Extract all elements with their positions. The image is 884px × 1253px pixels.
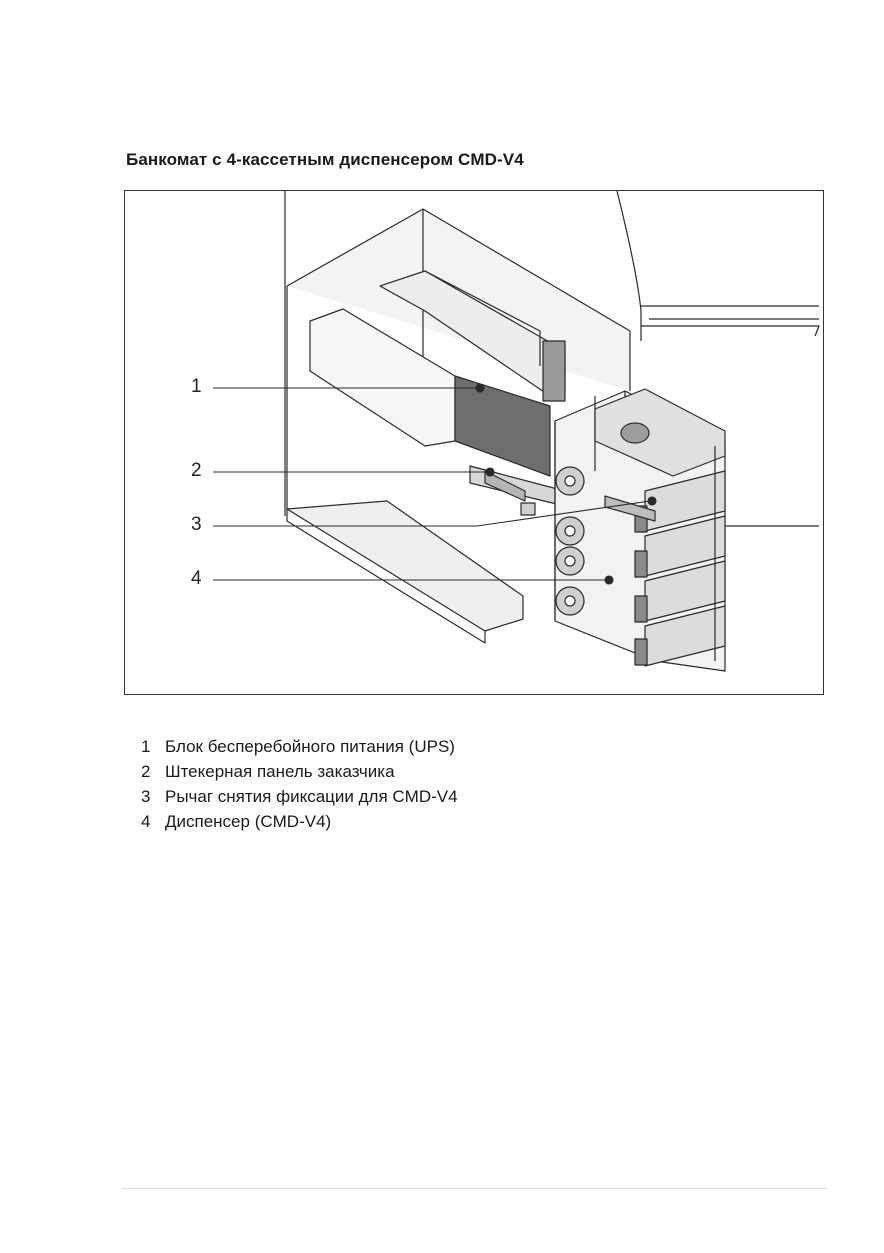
- callout-4-dot: [604, 575, 614, 585]
- legend-item-text: Блок бесперебойного питания (UPS): [165, 737, 455, 756]
- legend-item-text: Штекерная панель заказчика: [165, 762, 395, 781]
- callout-2-dot: [485, 467, 495, 477]
- ups-dark-panel: [454, 375, 551, 477]
- footer-divider: [122, 1188, 828, 1189]
- callout-3-dot: [647, 496, 657, 506]
- legend-item-text: Рычаг снятия фиксации для CMD-V4: [165, 787, 458, 806]
- callout-number-2: 2: [191, 460, 202, 481]
- callout-1-dot: [475, 383, 485, 393]
- door-arc-line: [616, 191, 642, 341]
- release-lever: [604, 495, 656, 522]
- legend-item-text: Диспенсер (CMD-V4): [165, 812, 332, 831]
- legend-item: 3 Рычаг снятия фиксации для CMD-V4: [141, 784, 458, 809]
- legend-item-number: 4: [141, 812, 151, 831]
- callout-number-1: 1: [191, 376, 202, 397]
- legend-item-number: 3: [141, 787, 151, 806]
- atm-drawing: [213, 191, 820, 672]
- legend-item-number: 2: [141, 762, 151, 781]
- figure-legend: 1 Блок бесперебойного питания (UPS) 2 Штек…: [141, 734, 458, 834]
- atm-illustration: 1 2 3 4: [124, 190, 824, 695]
- floor-edge: [286, 509, 486, 644]
- dispenser-top-module: [594, 388, 726, 477]
- top-rail-lines: [641, 305, 820, 337]
- legend-item-number: 1: [141, 737, 151, 756]
- callout-3-leader-angled: [476, 500, 651, 527]
- legend-item: 4 Диспенсер (CMD-V4): [141, 809, 458, 834]
- legend-item: 1 Блок бесперебойного питания (UPS): [141, 734, 458, 759]
- callout-number-4: 4: [191, 568, 202, 589]
- ups-handle: [542, 340, 566, 402]
- callout-number-3: 3: [191, 514, 202, 535]
- legend-item: 2 Штекерная панель заказчика: [141, 759, 458, 784]
- page-title: Банкомат с 4-кассетным диспенсером CMD-V…: [126, 150, 524, 169]
- cabinet-floor: [286, 500, 524, 632]
